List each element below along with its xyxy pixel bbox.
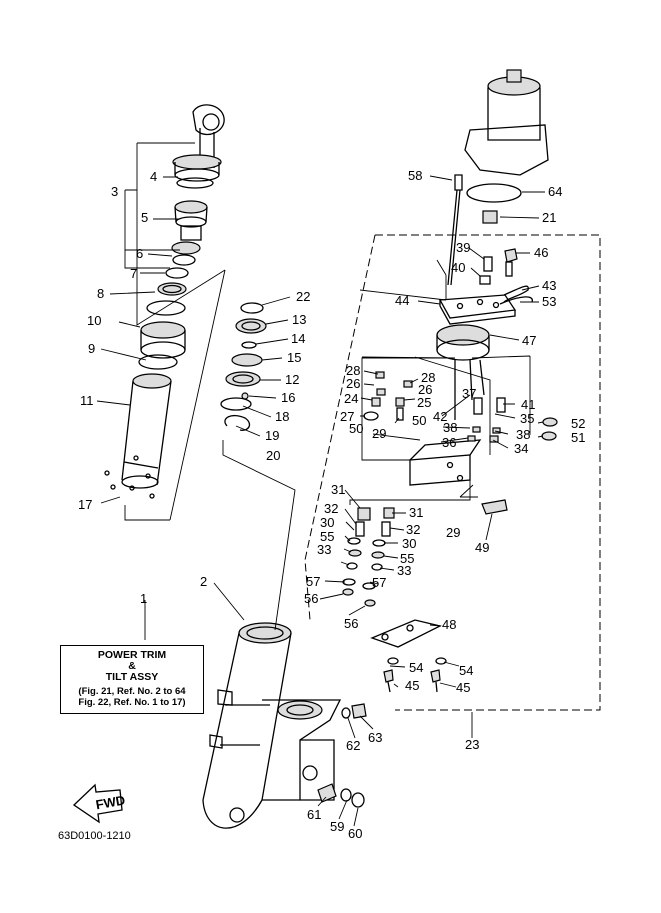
callout-62: 62: [346, 738, 360, 753]
ram-assembly: [104, 104, 225, 499]
callout-3: 3: [111, 184, 118, 199]
callout-54b: 54: [459, 663, 473, 678]
callout-23: 23: [465, 737, 479, 752]
callout-49: 49: [475, 540, 489, 555]
callout-33: 33: [317, 542, 331, 557]
callout-29: 29: [372, 426, 386, 441]
callout-17: 17: [78, 497, 92, 512]
leader-lines: [96, 142, 545, 827]
callout-34: 34: [514, 441, 528, 456]
callout-43: 43: [542, 278, 556, 293]
callout-9: 9: [88, 341, 95, 356]
callout-57: 57: [306, 574, 320, 589]
callout-12: 12: [285, 372, 299, 387]
callout-55: 55: [320, 529, 334, 544]
fwd-arrow: FWD: [72, 783, 127, 824]
callout-24: 24: [344, 391, 358, 406]
callout-63: 63: [368, 730, 382, 745]
callout-31b: 31: [409, 505, 423, 520]
note-line-2: &: [128, 660, 136, 672]
callout-20: 20: [266, 448, 280, 463]
callout-6: 6: [136, 246, 143, 261]
callout-4: 4: [150, 169, 157, 184]
note-line-3: TILT ASSY: [105, 671, 159, 683]
fwd-label: FWD: [95, 792, 127, 812]
middle-parts: [202, 302, 367, 829]
callout-38: 38: [443, 420, 457, 435]
callout-36: 36: [442, 435, 456, 450]
callout-14: 14: [291, 331, 305, 346]
callout-54: 54: [409, 660, 423, 675]
callout-39: 39: [456, 240, 470, 255]
callout-11: 11: [80, 393, 94, 408]
callout-51: 51: [571, 430, 585, 445]
callout-46: 46: [534, 245, 548, 260]
note-line-5: Fig. 22, Ref. No. 1 to 17): [78, 697, 186, 708]
callout-56b: 56: [344, 616, 358, 631]
callout-7: 7: [130, 266, 137, 281]
callout-18: 18: [275, 409, 289, 424]
callout-21: 21: [542, 210, 556, 225]
callout-5: 5: [141, 210, 148, 225]
assembly-boundary: [304, 234, 601, 711]
callout-40: 40: [451, 260, 465, 275]
callout-26: 26: [346, 376, 360, 391]
callout-64: 64: [548, 184, 562, 199]
callout-48: 48: [442, 617, 456, 632]
assembly-note-box: POWER TRIM & TILT ASSY (Fig. 21, Ref. No…: [60, 645, 204, 714]
callout-1: 1: [140, 591, 147, 606]
callout-37: 37: [462, 386, 476, 401]
callout-2: 2: [200, 574, 207, 589]
pump-assembly: [342, 69, 558, 693]
callout-58: 58: [408, 168, 422, 183]
callout-16: 16: [281, 390, 295, 405]
drawing-code: 63D0100-1210: [58, 830, 131, 842]
callout-45b: 45: [456, 680, 470, 695]
note-line-1: POWER TRIM: [97, 649, 167, 661]
callout-13: 13: [292, 312, 306, 327]
callout-30b: 30: [402, 536, 416, 551]
callout-8: 8: [97, 286, 104, 301]
callout-35: 35: [520, 411, 534, 426]
callout-31: 31: [331, 482, 345, 497]
callout-29b: 29: [446, 525, 460, 540]
callout-28: 28: [346, 363, 360, 378]
callout-53: 53: [542, 294, 556, 309]
callout-22: 22: [296, 289, 310, 304]
callout-28b: 28: [421, 370, 435, 385]
callout-25: 25: [417, 395, 431, 410]
callout-60: 60: [348, 826, 362, 841]
callout-26b: 26: [418, 382, 432, 397]
callout-57b: 57: [372, 575, 386, 590]
callout-50: 50: [412, 413, 426, 428]
callout-55b: 55: [400, 551, 414, 566]
callout-15: 15: [287, 350, 301, 365]
callout-labels: 3 4 5 6 7 8 10 9 11 17 22 13 14 15 12 16…: [78, 168, 585, 841]
note-line-4: (Fig. 21, Ref. No. 2 to 64: [78, 686, 186, 697]
callout-32: 32: [324, 501, 338, 516]
callout-32b: 32: [406, 522, 420, 537]
callout-33b: 33: [397, 563, 411, 578]
callout-30: 30: [320, 515, 334, 530]
callout-44: 44: [395, 293, 409, 308]
callout-61: 61: [307, 807, 321, 822]
callout-59: 59: [330, 819, 344, 834]
callout-10: 10: [87, 313, 101, 328]
callout-56: 56: [304, 591, 318, 606]
callout-19: 19: [265, 428, 279, 443]
callout-45: 45: [405, 678, 419, 693]
callout-27: 27: [340, 409, 354, 424]
callout-41: 41: [521, 397, 535, 412]
callout-52: 52: [571, 416, 585, 431]
callout-42: 42: [433, 409, 447, 424]
callout-38b: 38: [516, 427, 530, 442]
callout-47: 47: [522, 333, 536, 348]
callout-50b: 50: [349, 421, 363, 436]
